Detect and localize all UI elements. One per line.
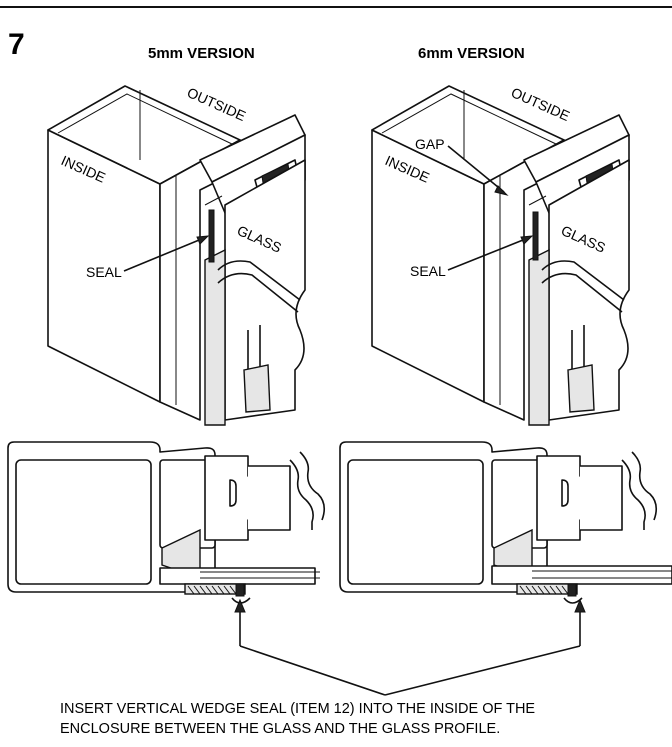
iso6-seal-label: SEAL (410, 263, 446, 279)
iso5-seal-label: SEAL (86, 264, 122, 280)
section-6mm (339, 441, 672, 604)
iso5-seal-leader (123, 237, 205, 272)
version-6mm-title: 6mm VERSION (418, 45, 525, 62)
iso5-profile-side (159, 139, 241, 421)
sec5-seal (235, 583, 245, 597)
iso-5mm: OUTSIDE INSIDE GLASS SEAL (47, 84, 306, 426)
section-5mm (7, 441, 326, 604)
iso6-gap-leader (447, 145, 505, 193)
sec5-glass (159, 567, 316, 585)
iso6-seal-leader (447, 237, 529, 271)
callout-leaders (234, 598, 586, 696)
iso6-gap-label: GAP (415, 136, 445, 152)
sec6-seal (567, 583, 577, 597)
instruction-text: INSERT VERTICAL WEDGE SEAL (ITEM 12) INT… (0, 699, 672, 739)
instruction-line-2: ENCLOSURE BETWEEN THE GLASS AND THE GLAS… (60, 721, 501, 737)
version-5mm-title: 5mm VERSION (148, 45, 255, 62)
iso-6mm: OUTSIDE INSIDE GLASS SEAL GAP (371, 84, 630, 426)
iso6-glass (548, 159, 630, 421)
sec6-glass (491, 565, 672, 585)
step-number: 7 (8, 28, 25, 61)
iso5-glass (224, 159, 306, 421)
top-rule (0, 6, 672, 8)
instruction-line-1: INSERT VERTICAL WEDGE SEAL (ITEM 12) INT… (60, 701, 536, 717)
iso6-seal (532, 211, 539, 261)
iso6-profile-side (483, 139, 565, 421)
iso5-seal (208, 209, 215, 263)
